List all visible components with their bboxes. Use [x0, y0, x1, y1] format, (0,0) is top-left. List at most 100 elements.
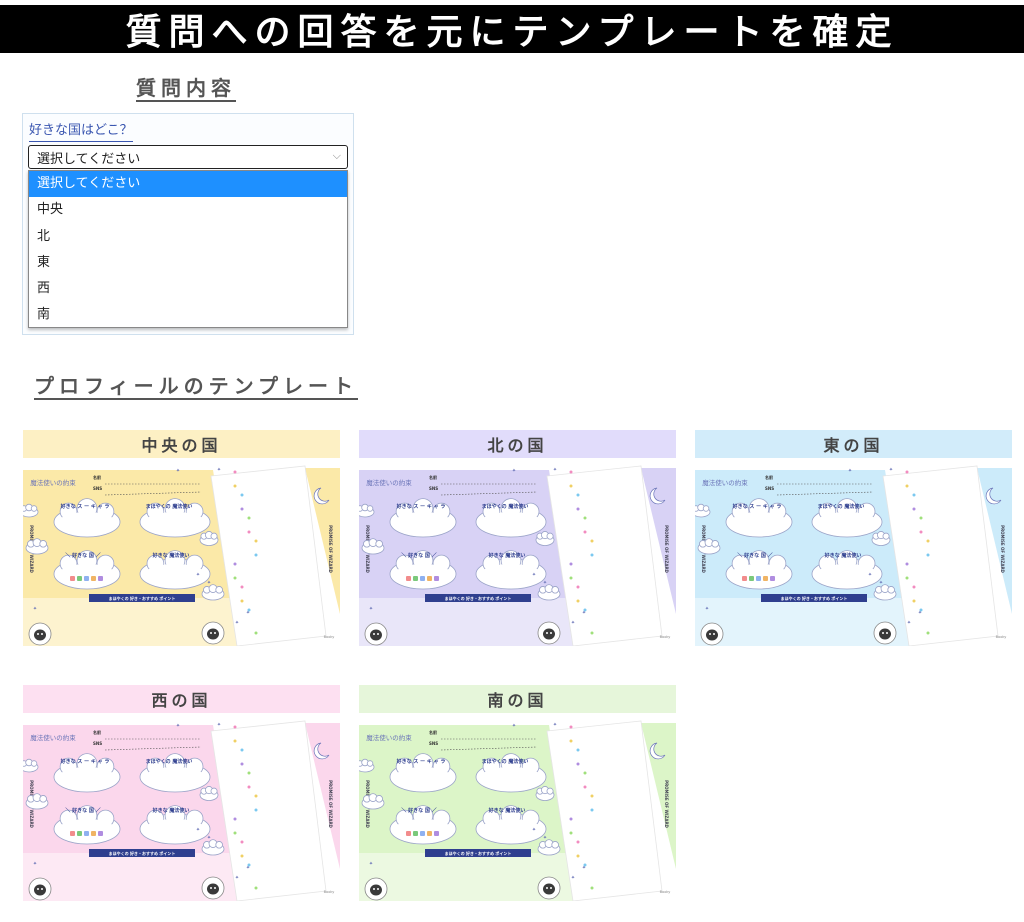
thumb-cloud-label-2: まほやくの 魔法使い	[146, 758, 193, 765]
star-icon: ✦	[369, 606, 373, 612]
country-select[interactable]: 選択してください ⌵	[28, 145, 348, 169]
star-icon: ✦	[571, 875, 575, 881]
template-thumbnail: 魔法使いの約束名前SNS好きな ス ー キ ャ ラまほやくの 魔法使い＼ 好きな…	[23, 719, 340, 901]
option-chuo[interactable]: 中央	[37, 202, 64, 218]
card-header-higashi: 東の国	[695, 430, 1012, 458]
star-icon: ✦	[217, 467, 221, 473]
thumb-logo-text: 魔法使いの約束	[702, 478, 748, 487]
thumb-side-cloud-4	[537, 839, 561, 856]
moon-icon	[313, 487, 330, 505]
option-minami[interactable]: 南	[37, 307, 51, 323]
thumb-color-squares	[742, 576, 775, 581]
thumb-paper-sheet	[546, 720, 663, 901]
thumb-navy-bar-text: まほやくの 好き・おすすめ ポイント	[781, 595, 848, 601]
star-icon: ✦	[246, 610, 250, 616]
thumb-field-sns: SNS	[429, 486, 438, 491]
thumb-side-text-right: PROMISE OF WIZARD	[664, 780, 669, 828]
thumb-field-line-2	[104, 746, 202, 751]
thumb-cloud-label-1: 好きな ス ー キ ャ ラ	[60, 758, 110, 765]
thumb-cloud-bottom-right	[475, 550, 547, 590]
thumb-field-name: 名前	[93, 729, 101, 735]
sheep-icon	[201, 876, 225, 900]
star-icon: ✦	[33, 861, 37, 867]
template-thumbnail: 魔法使いの約束名前SNS好きな ス ー キ ャ ラまほやくの 魔法使い＼ 好きな…	[695, 464, 1012, 646]
thumb-right-stripe	[977, 468, 1012, 614]
thumb-cloud-label-2: まほやくの 魔法使い	[818, 503, 865, 510]
thumb-cloud-label-1: 好きな ス ー キ ャ ラ	[396, 503, 446, 510]
thumb-cloud-top-left	[389, 753, 457, 793]
star-icon: ✦	[532, 572, 536, 578]
thumb-logo-text: 魔法使いの約束	[366, 733, 412, 742]
thumb-cloud-label-3: ＼ 好きな 国 ／	[737, 552, 772, 559]
thumb-confetti-dots	[569, 470, 594, 635]
thumb-field-name: 名前	[429, 474, 437, 480]
thumb-navy-bar	[425, 849, 531, 857]
sheep-icon	[700, 622, 724, 646]
thumb-cloud-top-left	[53, 753, 121, 793]
star-icon: ✦	[33, 606, 37, 612]
thumb-navy-bar-text: まほやくの 好き・おすすめ ポイント	[445, 595, 512, 601]
thumb-side-cloud-2	[361, 793, 385, 810]
star-icon: ✦	[217, 722, 221, 728]
thumb-side-cloud-1	[695, 503, 711, 518]
card-header-nishi: 西の国	[23, 685, 340, 713]
star-icon: ✦	[907, 620, 911, 626]
thumb-side-cloud-3	[199, 786, 219, 801]
thumb-side-cloud-1	[359, 758, 375, 773]
option-kita[interactable]: 北	[37, 228, 51, 244]
thumb-cloud-bottom-right	[139, 805, 211, 845]
thumb-cloud-top-right	[475, 753, 547, 793]
thumb-paper-sheet	[546, 465, 663, 646]
thumb-cloud-label-3: ＼ 好きな 国 ／	[65, 552, 100, 559]
thumb-field-line-2	[440, 746, 538, 751]
thumb-color-squares	[70, 831, 103, 836]
thumb-right-stripe	[641, 723, 676, 869]
thumb-right-stripe	[641, 468, 676, 614]
sheep-icon	[364, 877, 388, 901]
thumb-credit-text: Booky	[660, 635, 671, 639]
thumb-cloud-label-3: ＼ 好きな 国 ／	[401, 807, 436, 814]
star-icon: ✦	[543, 835, 547, 841]
thumb-credit-text: Booky	[324, 890, 335, 894]
thumb-cloud-top-right	[139, 753, 211, 793]
thumb-side-cloud-2	[25, 538, 49, 555]
star-icon: ✦	[553, 467, 557, 473]
thumb-cloud-bottom-right	[139, 550, 211, 590]
sheep-icon	[873, 621, 897, 645]
thumb-side-text-right: PROMISE OF WIZARD	[1000, 525, 1005, 573]
option-nishi[interactable]: 西	[37, 281, 51, 297]
thumb-side-text-right: PROMISE OF WIZARD	[328, 525, 333, 573]
star-icon: ✦	[235, 875, 239, 881]
thumb-side-cloud-4	[873, 584, 897, 601]
thumb-cloud-bottom-left	[53, 550, 121, 590]
thumb-field-line-2	[440, 491, 538, 496]
star-icon: ✦	[369, 861, 373, 867]
star-icon: ✦	[889, 467, 893, 473]
thumb-cloud-label-4: 好きな 魔法使い	[488, 552, 526, 559]
star-icon: ✦	[705, 606, 709, 612]
thumb-cloud-label-2: まほやくの 魔法使い	[482, 758, 529, 765]
thumb-color-squares	[406, 576, 439, 581]
thumb-field-line-2	[104, 491, 202, 496]
thumb-cloud-label-4: 好きな 魔法使い	[152, 552, 190, 559]
thumb-confetti-dots	[569, 725, 594, 890]
sheep-icon	[364, 622, 388, 646]
template-thumbnail: 魔法使いの約束名前SNS好きな ス ー キ ャ ラまほやくの 魔法使い＼ 好きな…	[359, 464, 676, 646]
star-icon: ✦	[176, 723, 180, 729]
thumb-cloud-top-right	[811, 498, 883, 538]
thumb-field-sns: SNS	[765, 486, 774, 491]
thumb-cloud-bottom-right	[475, 805, 547, 845]
sheep-icon	[28, 622, 52, 646]
option-placeholder[interactable]: 選択してください	[29, 171, 347, 198]
option-higashi[interactable]: 東	[37, 254, 51, 270]
sheep-icon	[201, 621, 225, 645]
thumb-confetti-dots	[233, 725, 258, 890]
thumb-side-cloud-4	[537, 584, 561, 601]
thumb-side-cloud-2	[697, 538, 721, 555]
moon-icon	[649, 742, 666, 760]
